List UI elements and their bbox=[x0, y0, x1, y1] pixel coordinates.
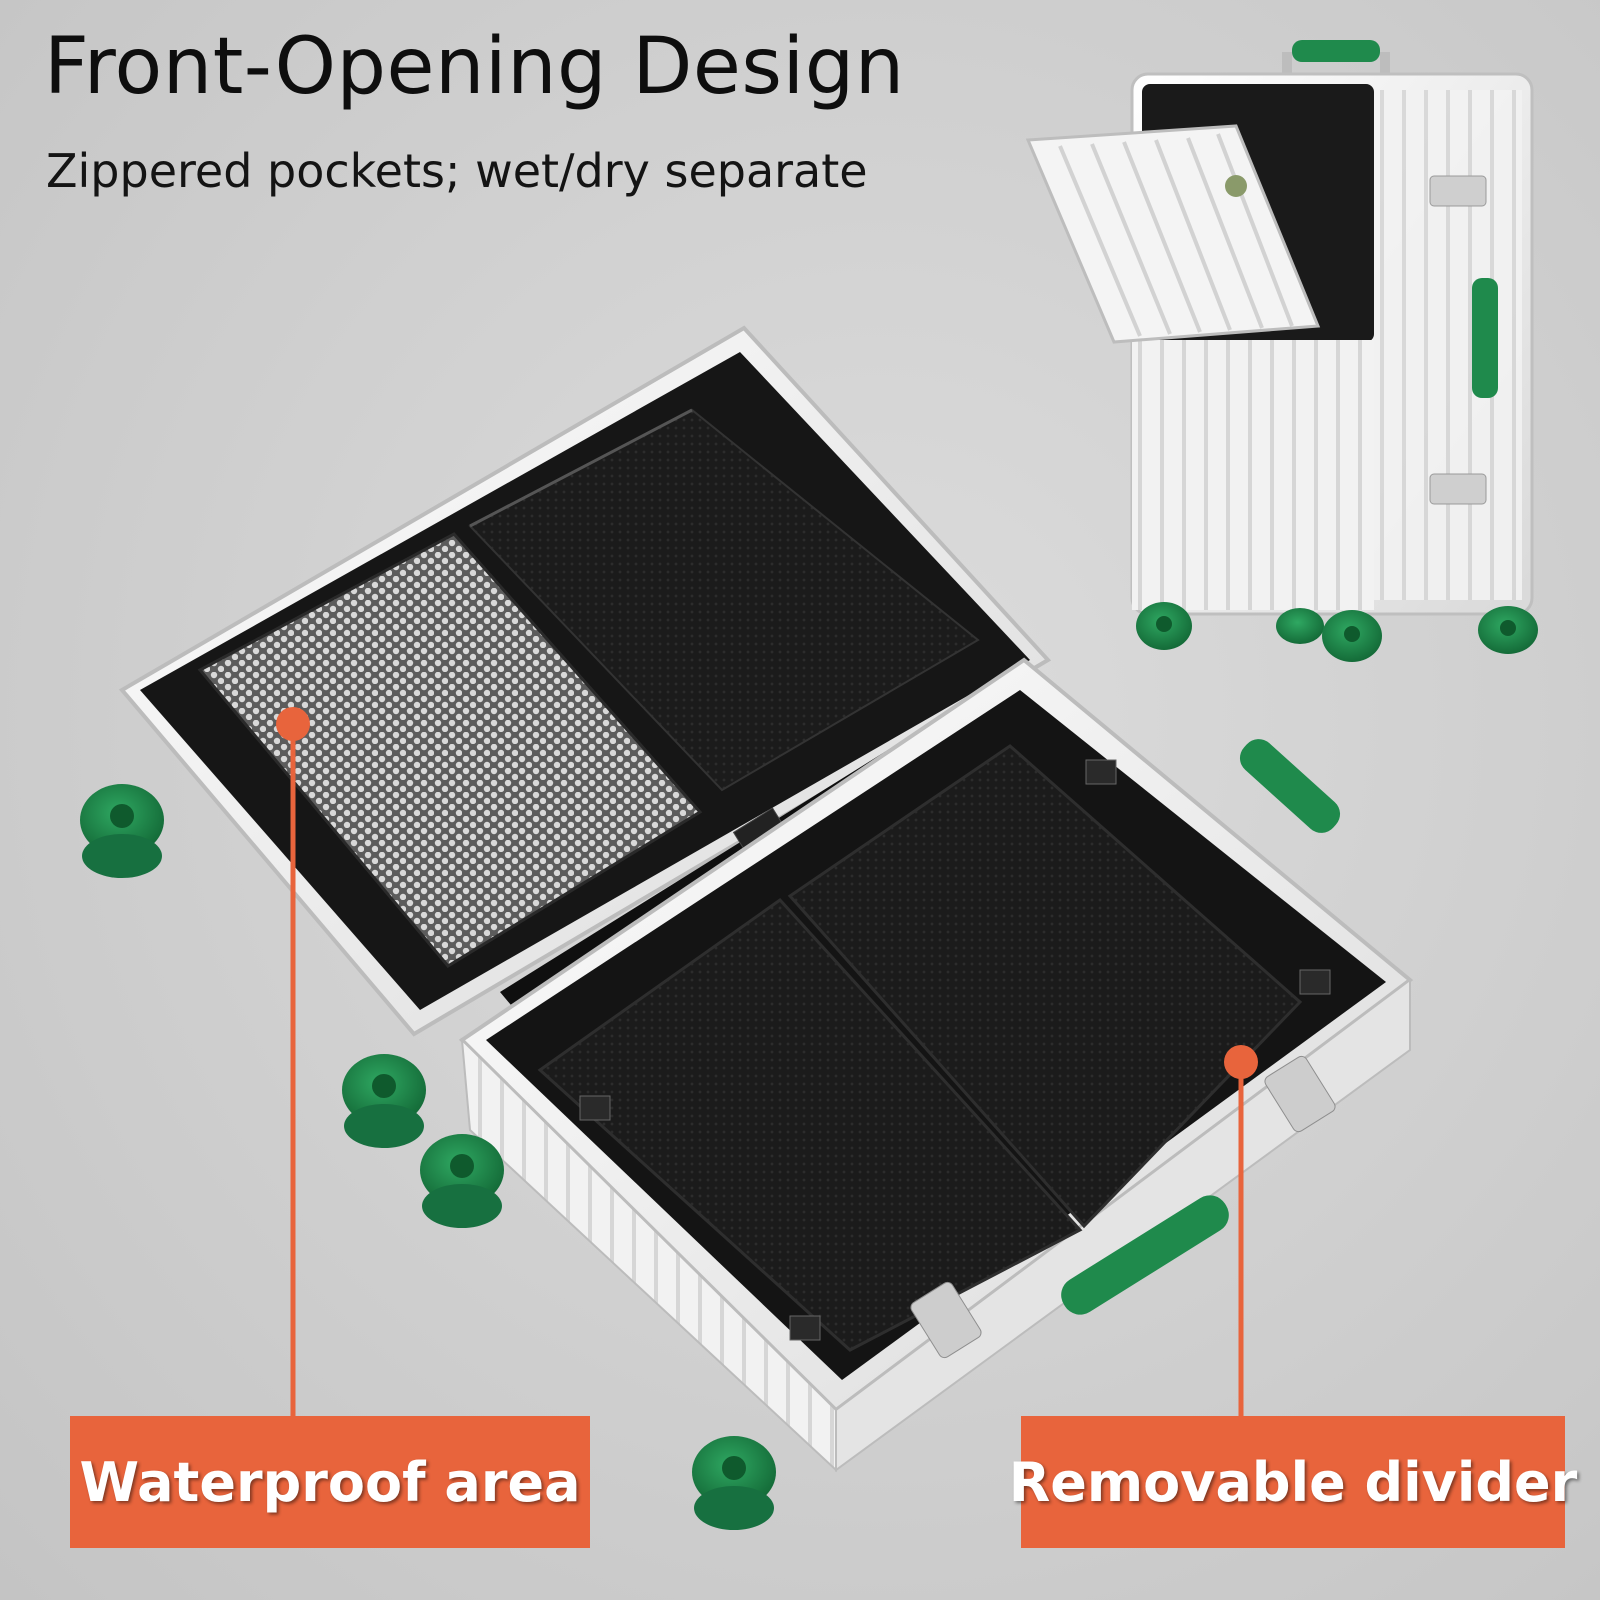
marker-dot-right bbox=[1224, 1045, 1258, 1079]
logo-badge bbox=[1225, 175, 1247, 197]
lock-icon bbox=[1264, 1055, 1336, 1133]
callout-leaders bbox=[276, 707, 1258, 1416]
upright-suitcase bbox=[1025, 40, 1538, 662]
callout-waterproof-area: Waterproof area bbox=[70, 1416, 590, 1548]
body-side-handle bbox=[1239, 739, 1341, 833]
removable-divider bbox=[537, 898, 1083, 1352]
side-handle bbox=[1472, 278, 1498, 398]
open-suitcase-wheels bbox=[80, 784, 776, 1530]
lock-icon bbox=[910, 1281, 982, 1359]
marker-dot-left bbox=[276, 707, 310, 741]
subheadline: Zippered pockets; wet/dry separate bbox=[46, 144, 868, 198]
callout-label: Waterproof area bbox=[79, 1450, 581, 1514]
upright-wheels bbox=[1136, 602, 1538, 662]
lock-icon bbox=[1429, 175, 1487, 207]
waterproof-mesh-panel bbox=[197, 532, 703, 968]
headline: Front-Opening Design bbox=[44, 22, 905, 112]
body-front-handle bbox=[1061, 1195, 1229, 1315]
open-suitcase bbox=[80, 325, 1414, 1530]
callout-label: Removable divider bbox=[1008, 1450, 1578, 1514]
lock-icon bbox=[1429, 473, 1487, 505]
callout-removable-divider: Removable divider bbox=[1009, 1416, 1577, 1548]
top-handle bbox=[1292, 40, 1380, 62]
